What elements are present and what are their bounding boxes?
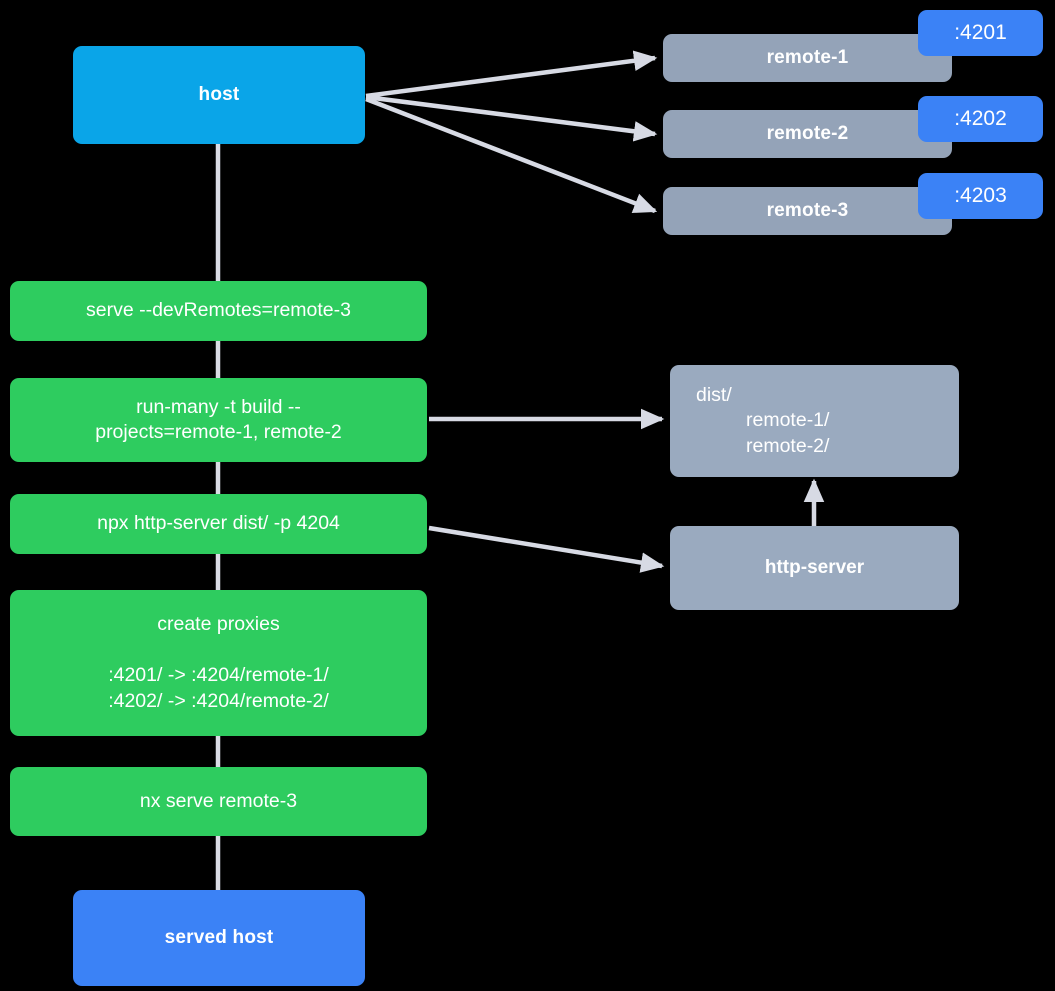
node-served-host-label: served host: [164, 926, 274, 948]
edge-host-remote-1: [365, 50, 658, 99]
node-remote-2[interactable]: remote-2: [663, 110, 952, 158]
node-http-server[interactable]: http-server: [670, 526, 959, 610]
node-dist-folder[interactable]: dist/ remote-1/ remote-2/: [670, 365, 959, 477]
node-remote-1[interactable]: remote-1: [663, 34, 952, 82]
node-command-create-proxies-title: create proxies: [157, 612, 280, 635]
node-command-run-many[interactable]: run-many -t build -- projects=remote-1, …: [10, 378, 427, 462]
node-remote-3-label: remote-3: [766, 199, 849, 221]
node-command-run-many-line-2: projects=remote-1, remote-2: [95, 421, 342, 443]
port-badge-remote-3-label: :4203: [954, 184, 1007, 207]
port-badge-remote-2-label: :4202: [954, 107, 1007, 130]
edge-httpservercmd-httpserver: [428, 525, 665, 573]
node-command-create-proxies-line-1: :4201/ -> :4204/remote-1/: [108, 664, 329, 687]
node-command-create-proxies-line-2: :4202/ -> :4204/remote-2/: [108, 689, 329, 712]
node-served-host[interactable]: served host: [73, 890, 365, 986]
node-host-label: host: [198, 83, 240, 105]
edge-host-remote-2: [365, 94, 658, 142]
node-command-serve-line-1: serve --devRemotes=remote-3: [86, 299, 351, 322]
node-dist-folder-child-1: remote-1/: [746, 409, 830, 432]
node-remote-3[interactable]: remote-3: [663, 187, 952, 235]
node-command-run-many-line-1: run-many -t build --: [136, 395, 301, 418]
node-remote-1-label: remote-1: [766, 46, 849, 68]
port-badge-remote-3: :4203: [918, 173, 1043, 219]
node-command-serve[interactable]: serve --devRemotes=remote-3: [10, 281, 427, 341]
node-command-npx-http-server[interactable]: npx http-server dist/ -p 4204: [10, 494, 427, 554]
node-dist-folder-root: dist/: [696, 383, 732, 406]
port-badge-remote-1: :4201: [918, 10, 1043, 56]
node-host[interactable]: host: [73, 46, 365, 144]
node-command-create-proxies[interactable]: create proxies :4201/ -> :4204/remote-1/…: [10, 590, 427, 736]
port-badge-remote-2: :4202: [918, 96, 1043, 142]
node-command-nx-serve-remote-3[interactable]: nx serve remote-3: [10, 767, 427, 836]
node-command-nx-serve-remote-3-line-1: nx serve remote-3: [139, 789, 298, 812]
node-command-npx-http-server-line-1: npx http-server dist/ -p 4204: [97, 512, 340, 535]
port-badge-remote-1-label: :4201: [954, 21, 1007, 44]
node-dist-folder-child-2: remote-2/: [746, 434, 830, 457]
edge-host-remote-3: [365, 96, 658, 214]
node-remote-2-label: remote-2: [766, 122, 849, 144]
node-http-server-label: http-server: [764, 556, 865, 578]
